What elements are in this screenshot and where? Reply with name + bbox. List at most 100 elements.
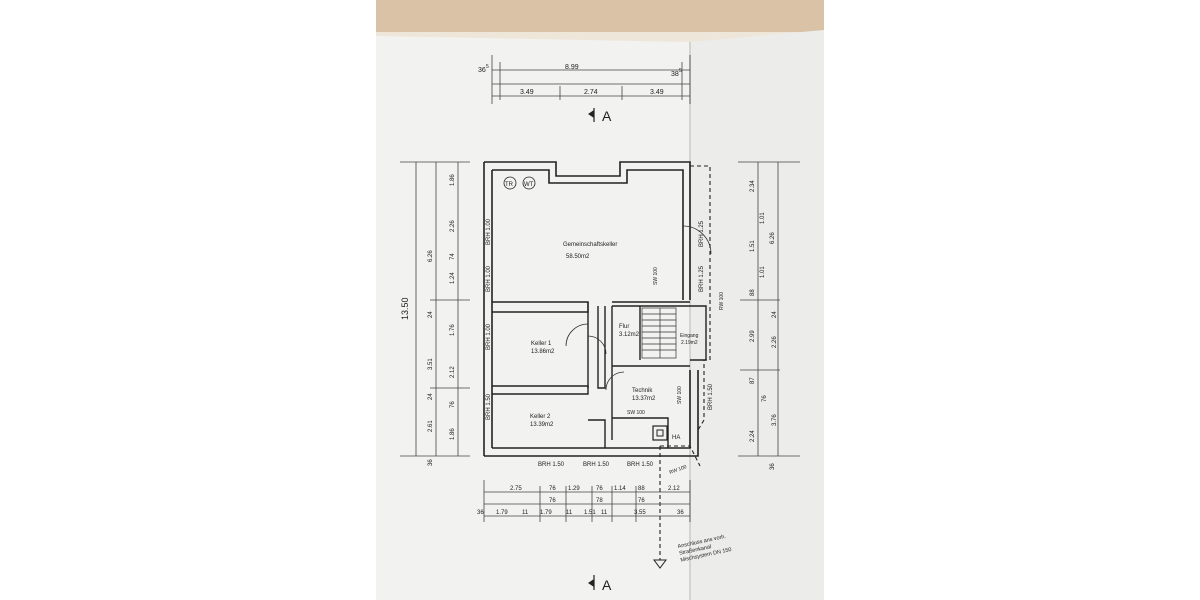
top-seg-3: 3.49 [650, 89, 664, 96]
bottom-dim-row1: 1.29 [568, 486, 580, 492]
bottom-dim-row1: 76 [596, 486, 603, 492]
brh-label: BRH 1.25 [699, 265, 705, 292]
bottom-dim-row2: 76 [638, 498, 645, 504]
bottom-dim-row1: 1.14 [614, 486, 626, 492]
bottom-dim-row3: 1.79 [540, 510, 552, 516]
drainage-lines [659, 165, 711, 560]
left-mid-dim: 6.26 [428, 250, 434, 262]
left-inner-dim: 2.26 [450, 220, 456, 232]
brh-label: BRH 1.50 [708, 383, 714, 410]
right-inner-dim: 1.51 [750, 240, 756, 252]
brh-label: BRH 1.25 [699, 220, 705, 247]
right-overall-dim: 6.26 [770, 232, 776, 244]
room-area-gemeinschaftskeller: 58.50m2 [566, 254, 590, 260]
left-mid-dim: 3.51 [428, 358, 434, 370]
fixture-washer: WT [522, 176, 536, 190]
pipe-label: SW 100 [677, 386, 683, 404]
right-inner-dim: 2.26 [772, 336, 778, 348]
top-dimensions [491, 55, 691, 104]
paper-left [376, 36, 690, 600]
left-inner-dim: 24 [428, 393, 434, 400]
left-inner-dim: 24 [428, 311, 434, 318]
left-inner-dim: 1.86 [450, 174, 456, 186]
left-inner-dim: 74 [450, 253, 456, 260]
door-swings [565, 225, 712, 391]
brh-label: BRH 1.00 [486, 323, 492, 350]
paper-right [690, 30, 824, 600]
room-area-keller1: 13.86m2 [531, 349, 555, 355]
bottom-dim-row3: 1.51 [584, 510, 596, 516]
room-area-technik: 13.37m2 [632, 396, 656, 402]
left-inner-dim: 1.76 [450, 324, 456, 336]
left-overall-dim: 13.50 [400, 297, 410, 320]
brh-label: BRH 1.50 [538, 462, 565, 468]
staircase [641, 307, 677, 359]
section-marker-top: A [588, 108, 612, 124]
pipe-label: SW 100 [653, 267, 659, 285]
right-mid-dim: 36 [770, 463, 776, 470]
room-name-technik: Technik [632, 388, 653, 394]
svg-text:A: A [602, 108, 612, 124]
top-left-offset: 36 [478, 67, 486, 74]
left-inner-dim: 1.24 [450, 272, 456, 284]
pipe-label: RW 100 [719, 292, 725, 310]
brh-label: BRH 1.00 [486, 265, 492, 292]
room-name-keller1: Keller 1 [531, 341, 552, 347]
top-overall-dim: 8.99 [565, 64, 579, 71]
right-mid-dim: 88 [750, 289, 756, 296]
bottom-dim-row3: 11 [566, 510, 573, 516]
right-mid-dim: 2.24 [750, 430, 756, 442]
bottom-dim-row3: 11 [522, 510, 529, 516]
right-mid-dim: 24 [772, 311, 778, 318]
right-mid-dim: 2.34 [750, 180, 756, 192]
bottom-dim-row3: 36 [677, 510, 684, 516]
bottom-dim-row3: 3.55 [634, 510, 646, 516]
left-inner-dim: 76 [450, 401, 456, 408]
brh-label: BRH 1.50 [627, 462, 654, 468]
floor-plan: 8.99 36 5 38 5 3.49 2.74 3.49 A A [376, 0, 824, 600]
svg-text:A: A [602, 577, 612, 593]
right-mid-dim: 2.99 [750, 330, 756, 342]
brh-label: BRH 1.00 [486, 218, 492, 245]
bottom-dim-row3: 11 [601, 510, 608, 516]
room-area-eingang: 2.19m2 [681, 340, 698, 346]
left-inner-dim: 36 [428, 459, 434, 466]
bottom-dim-row3: 36 [477, 510, 484, 516]
room-name-gemeinschaftskeller: Gemeinschaftskeller [563, 242, 617, 248]
bottom-dim-row1: 88 [638, 486, 645, 492]
bottom-dim-row1: 2.75 [510, 486, 522, 492]
tabletop-edge [376, 0, 824, 32]
outer-walls [483, 161, 699, 457]
brh-label: BRH 1.50 [583, 462, 610, 468]
room-name-eingang: Eingang [680, 333, 699, 339]
room-area-keller2: 13.39m2 [530, 422, 554, 428]
right-inner-dim: 87 [750, 377, 756, 384]
svg-text:TR: TR [505, 182, 514, 188]
right-inner-dim: 3.76 [772, 414, 778, 426]
pipe-label: RW 100 [669, 464, 688, 476]
left-mid-dim: 2.61 [428, 420, 434, 432]
bottom-dimension-lines [483, 480, 691, 522]
top-seg-1: 3.49 [520, 89, 534, 96]
outlet-arrow [653, 559, 667, 569]
top-left-offset-sup: 5 [486, 64, 489, 70]
interior-walls [492, 301, 707, 448]
left-inner-dim: 1.86 [450, 428, 456, 440]
bottom-dim-row3: 1.79 [496, 510, 508, 516]
bottom-dim-row2: 76 [549, 498, 556, 504]
fixture-dryer: TR [503, 176, 517, 190]
house-connection-box: HA [652, 425, 680, 441]
bottom-dim-row2: 78 [596, 498, 603, 504]
brh-label: BRH 1.50 [486, 393, 492, 420]
bottom-dim-row1: 76 [549, 486, 556, 492]
room-name-flur: Flur [619, 324, 629, 330]
left-inner-dim: 2.12 [450, 366, 456, 378]
svg-text:WT: WT [524, 182, 534, 188]
right-inner-dim: 1.01 [760, 266, 766, 278]
top-right-offset-sup: 5 [679, 68, 682, 74]
right-inner-dim: 76 [762, 395, 768, 402]
top-seg-2: 2.74 [584, 89, 598, 96]
room-name-keller2: Keller 2 [530, 414, 551, 420]
room-area-flur: 3.12m2 [619, 332, 640, 338]
section-marker-bottom: A [588, 575, 612, 593]
